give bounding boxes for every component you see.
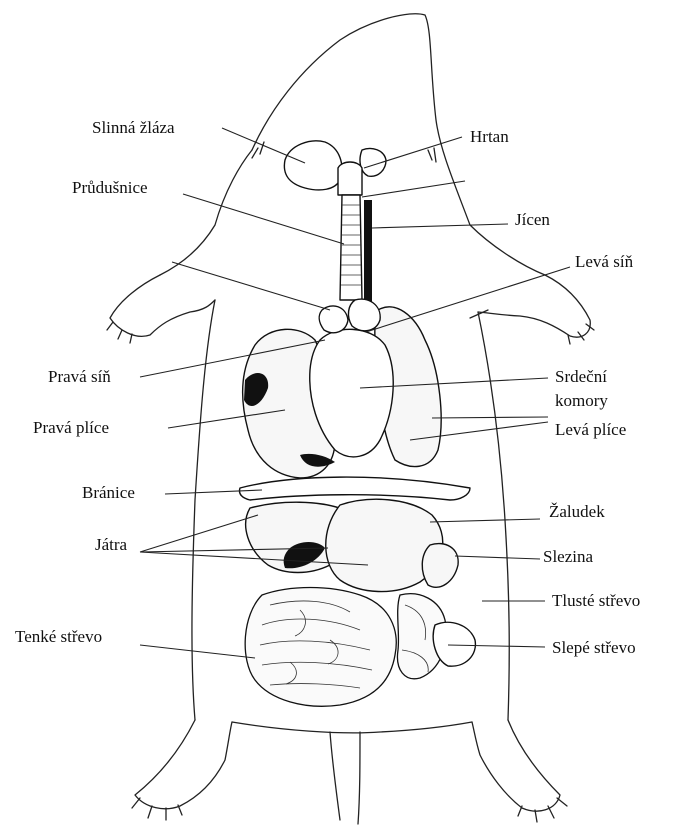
larynx-shape — [338, 162, 362, 195]
label-stomach: Žaludek — [549, 502, 605, 522]
label-larynx: Hrtan — [470, 127, 509, 147]
label-large-intestine: Tlusté střevo — [552, 591, 640, 611]
label-left-atrium: Levá síň — [575, 252, 633, 272]
label-liver: Játra — [95, 535, 127, 555]
trachea-shape — [340, 195, 362, 300]
label-spleen: Slezina — [543, 547, 593, 567]
label-small-intestine: Tenké střevo — [15, 627, 102, 647]
esophagus-shape — [364, 200, 372, 308]
spleen-shape — [422, 544, 458, 588]
diaphragm-shape — [239, 477, 470, 500]
right-atrium-shape — [319, 306, 348, 333]
label-diaphragm: Bránice — [82, 483, 135, 503]
label-left-lung: Levá plíce — [555, 420, 626, 440]
label-cecum: Slepé střevo — [552, 638, 636, 658]
cecum-shape — [433, 622, 475, 666]
left-atrium-shape — [348, 299, 380, 331]
label-trachea: Průdušnice — [72, 178, 148, 198]
salivary-gland-shape — [284, 141, 341, 190]
intestines — [245, 588, 446, 707]
label-right-lung: Pravá plíce — [33, 418, 109, 438]
label-salivary-gland: Slinná žláza — [92, 118, 175, 138]
label-right-atrium: Pravá síň — [48, 367, 111, 387]
label-esophagus: Jícen — [515, 210, 550, 230]
label-ventricles-line2: komory — [555, 391, 608, 411]
label-ventricles-line1: Srdeční — [555, 367, 607, 387]
